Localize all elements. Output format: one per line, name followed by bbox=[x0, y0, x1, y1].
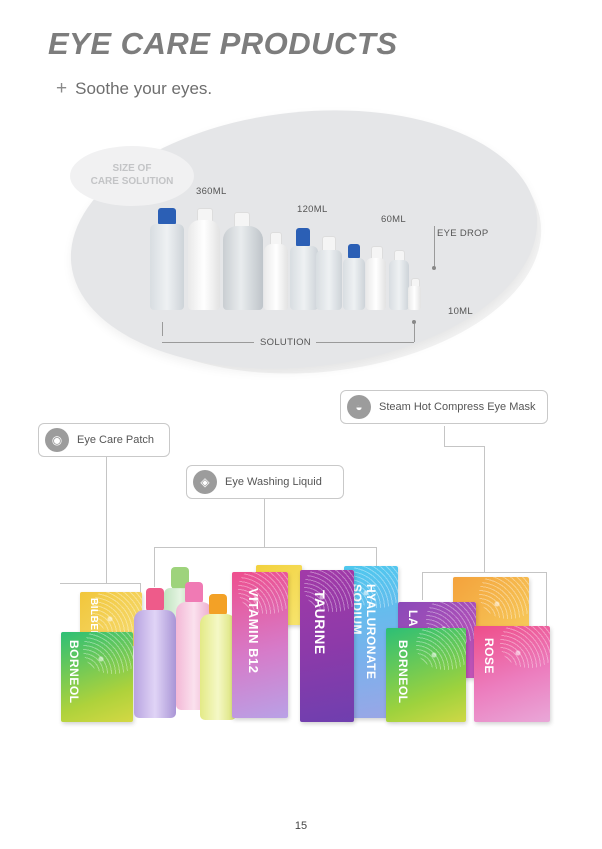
bottle-120-white bbox=[264, 244, 288, 310]
product-label: BILBERR bbox=[88, 598, 99, 646]
eye-wash-icon: ◈ bbox=[193, 470, 217, 494]
wave-pattern bbox=[479, 577, 529, 619]
wash-bottle-purple bbox=[134, 610, 176, 718]
page-number: 15 bbox=[294, 820, 308, 832]
solution-bracket-left bbox=[162, 322, 163, 336]
product-label: ROSE bbox=[482, 638, 496, 675]
tag-patch-label: Eye Care Patch bbox=[77, 434, 155, 446]
solution-bracket-line bbox=[162, 342, 254, 343]
solution-bracket-right bbox=[414, 324, 415, 342]
bottle-60-white bbox=[366, 258, 386, 310]
connector-line bbox=[154, 547, 155, 587]
connector-line bbox=[444, 426, 445, 446]
connector-line bbox=[264, 499, 265, 547]
bottle-cap bbox=[158, 208, 176, 224]
label-solution: SOLUTION bbox=[260, 337, 311, 348]
bottle-cap bbox=[146, 588, 164, 612]
wash-bottle-yellow bbox=[200, 614, 236, 720]
tag-washing-label: Eye Washing Liquid bbox=[225, 476, 322, 488]
product-rose-patch: ROSE bbox=[474, 626, 550, 722]
tag-eye-washing-liquid: ◈ Eye Washing Liquid bbox=[186, 465, 344, 499]
tag-steam-label: Steam Hot Compress Eye Mask bbox=[379, 401, 536, 413]
eye-drop-dot bbox=[432, 266, 436, 270]
connector-line bbox=[154, 547, 376, 548]
size-bubble-text: SIZE OF CARE SOLUTION bbox=[70, 162, 194, 188]
connector-line bbox=[422, 572, 423, 600]
bottle-cap bbox=[185, 582, 203, 604]
bottle-120-frosted-2 bbox=[316, 250, 342, 310]
product-taurine: TAURINE bbox=[300, 570, 354, 722]
label-60ml: 60ML bbox=[381, 214, 406, 225]
bottle-cap bbox=[296, 228, 310, 246]
product-borneol-patch-right: BORNEOL bbox=[386, 628, 466, 722]
bottle-120-frosted bbox=[290, 246, 318, 310]
wave-pattern bbox=[238, 572, 288, 614]
connector-line bbox=[376, 547, 377, 567]
size-bubble-line1: SIZE OF bbox=[112, 163, 152, 174]
connector-line bbox=[60, 583, 140, 584]
wave-pattern bbox=[500, 626, 550, 668]
wave-pattern bbox=[92, 592, 142, 634]
product-vitamin-b12: VITAMIN B12 bbox=[232, 572, 288, 718]
wave-pattern bbox=[83, 632, 133, 674]
wave-pattern bbox=[348, 566, 398, 608]
connector-line bbox=[444, 446, 484, 447]
subtitle-text: Soothe your eyes. bbox=[75, 79, 213, 98]
bottle-cap bbox=[348, 244, 360, 258]
label-eye-drop: EYE DROP bbox=[437, 228, 489, 239]
bottle-cap bbox=[209, 594, 227, 616]
solution-dot bbox=[412, 320, 416, 324]
label-360ml: 360ML bbox=[196, 186, 227, 197]
bottle-cap bbox=[171, 567, 189, 589]
label-120ml: 120ML bbox=[297, 204, 328, 215]
tag-steam-eye-mask: ◒ Steam Hot Compress Eye Mask bbox=[340, 390, 548, 424]
product-label: BORNEOL bbox=[396, 640, 410, 704]
bottle-10ml bbox=[408, 286, 421, 310]
product-borneol-patch: BORNEOL bbox=[61, 632, 133, 722]
wave-pattern bbox=[416, 628, 466, 670]
page-title: EYE CARE PRODUCTS bbox=[48, 26, 398, 61]
solution-bracket-line bbox=[316, 342, 414, 343]
size-bubble bbox=[70, 146, 194, 206]
connector-line bbox=[546, 572, 547, 628]
page-subtitle: + Soothe your eyes. bbox=[56, 78, 212, 100]
size-bubble-line2: CARE SOLUTION bbox=[90, 176, 174, 187]
plus-icon: + bbox=[56, 78, 68, 99]
product-label: BORNEOL bbox=[67, 640, 81, 704]
eye-drop-bottle bbox=[389, 260, 409, 310]
connector-line bbox=[106, 457, 107, 583]
bottle-360-clear bbox=[223, 226, 263, 310]
connector-line bbox=[484, 446, 485, 572]
label-10ml: 10ML bbox=[448, 306, 473, 317]
wave-pattern bbox=[304, 570, 354, 612]
bottle-360-white bbox=[188, 220, 220, 310]
product-label: LA bbox=[406, 610, 420, 627]
bottle-60-frosted bbox=[343, 258, 365, 310]
tag-eye-care-patch: ◉ Eye Care Patch bbox=[38, 423, 170, 457]
connector-line bbox=[422, 572, 546, 573]
eye-drop-bracket bbox=[434, 226, 435, 268]
bottle-360-frosted bbox=[150, 224, 184, 310]
eye-mask-icon: ◒ bbox=[347, 395, 371, 419]
eye-patch-icon: ◉ bbox=[45, 428, 69, 452]
